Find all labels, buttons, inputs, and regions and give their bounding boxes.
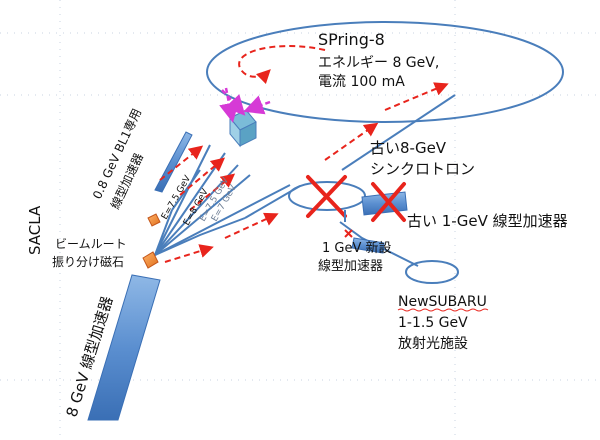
old-linac-label: 古い 1-GeV 線型加速器 bbox=[407, 212, 568, 230]
switch-magnet-label-2: 振り分け磁石 bbox=[52, 254, 124, 269]
newsubaru-name: NewSUBARU bbox=[398, 294, 487, 310]
spring8-energy: エネルギー 8 GeV, bbox=[318, 55, 439, 71]
switch-magnet-label-1: ビームルート bbox=[55, 237, 127, 251]
ring-injection-arrow bbox=[324, 122, 379, 161]
sacla-to-ring-line bbox=[244, 185, 301, 219]
magenta-arrows bbox=[219, 87, 271, 123]
newsubaru-energy: 1-1.5 GeV bbox=[398, 315, 468, 331]
newsubaru-type: 放射光施設 bbox=[398, 336, 468, 352]
newsubaru-spellcheck-underline bbox=[397, 308, 489, 312]
ring-injection-arrow-2 bbox=[384, 82, 449, 111]
old-synchrotron-label-1: 古い8-GeV bbox=[370, 139, 447, 157]
new-linac-label-2: 線型加速器 bbox=[318, 258, 383, 274]
sacla-beam-arrows bbox=[159, 145, 279, 263]
new-linac-beamline bbox=[339, 221, 419, 267]
old-synchrotron-label-2: シンクロトロン bbox=[370, 160, 475, 178]
old-synchrotron-ring bbox=[288, 181, 366, 211]
sacla-main-linac bbox=[87, 274, 161, 421]
spring8-current: 電流 100 mA bbox=[318, 74, 405, 90]
spring8-ring bbox=[206, 21, 564, 123]
new-linac-label-1: 1 GeV 新設 bbox=[322, 240, 392, 256]
spring8-name: SPring-8 bbox=[318, 30, 385, 49]
newsubaru-ring bbox=[405, 260, 459, 284]
ring-injection-line bbox=[341, 94, 456, 171]
switch-magnet-main bbox=[142, 251, 159, 269]
spring8-beam-arrow bbox=[238, 45, 326, 85]
sacla-label: SACLA bbox=[26, 205, 44, 255]
old-linac-cross bbox=[371, 182, 406, 222]
new-linac bbox=[351, 237, 385, 254]
sacla-experiment-cube bbox=[229, 109, 257, 148]
old-synchrotron-cross bbox=[306, 175, 347, 218]
switch-magnet-bl1 bbox=[147, 213, 161, 227]
new-linac-red-marker bbox=[344, 229, 353, 238]
